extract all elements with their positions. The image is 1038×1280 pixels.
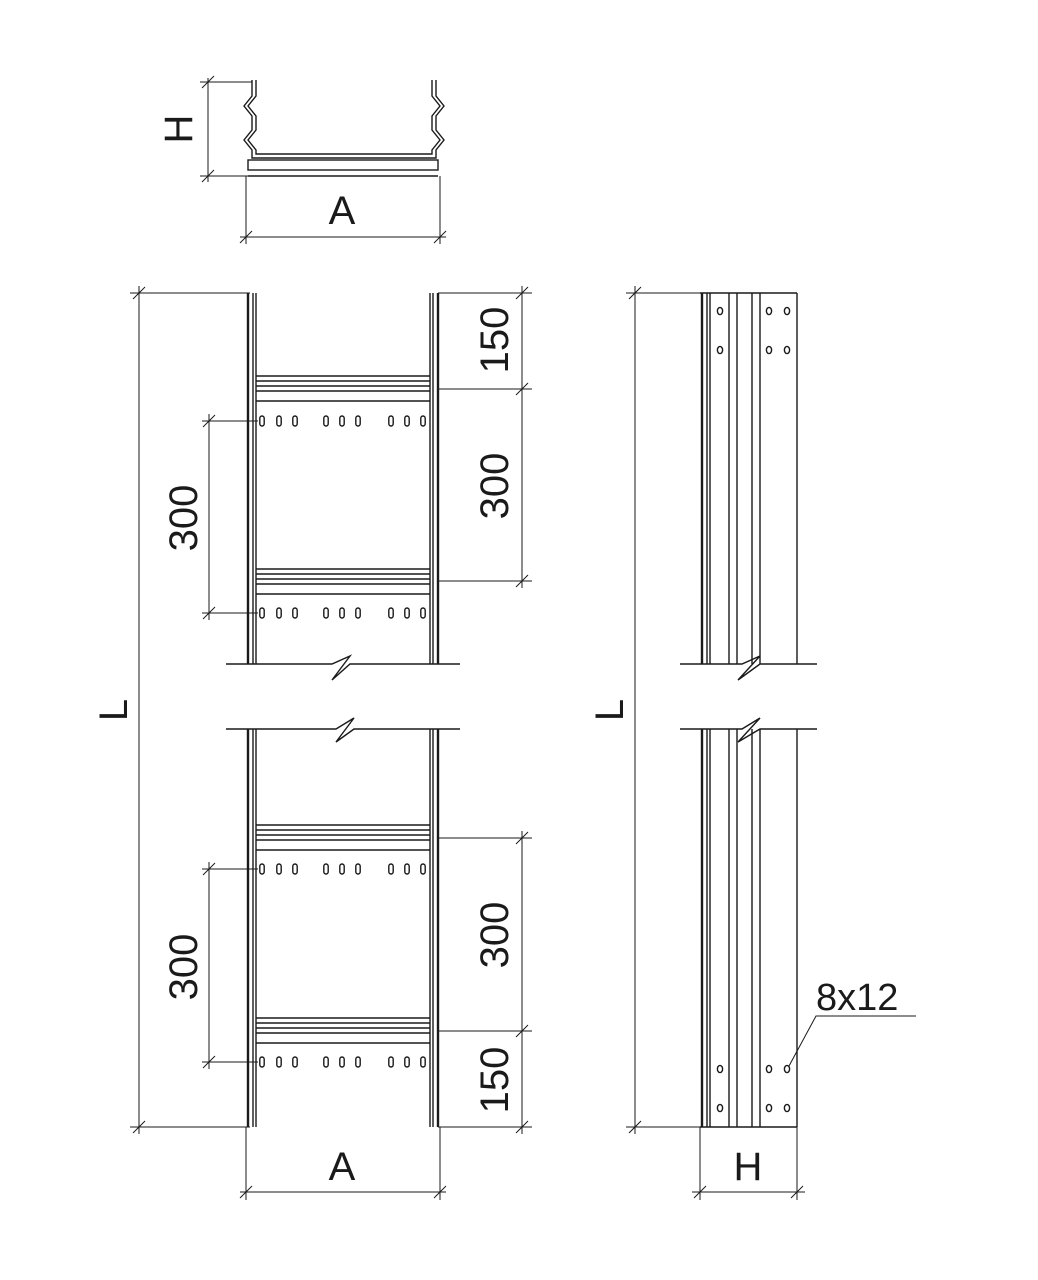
slot-hole bbox=[355, 607, 361, 619]
slot-hole bbox=[276, 1056, 282, 1068]
slot-hole bbox=[323, 607, 329, 619]
slot-hole bbox=[292, 1056, 298, 1068]
slot-hole bbox=[276, 863, 282, 875]
mounting-hole bbox=[783, 1103, 791, 1113]
slot-hole bbox=[259, 1056, 265, 1068]
slot-hole bbox=[339, 415, 345, 427]
plan-end-offset-label-top: 150 bbox=[473, 307, 517, 374]
break-line bbox=[680, 655, 817, 743]
slot-hole bbox=[292, 607, 298, 619]
rung bbox=[256, 568, 430, 595]
slot-hole bbox=[355, 1056, 361, 1068]
slot-hole bbox=[404, 1056, 410, 1068]
mounting-hole bbox=[716, 1064, 724, 1074]
slot-hole bbox=[388, 415, 394, 427]
mounting-hole bbox=[765, 1103, 773, 1113]
slot-hole bbox=[339, 607, 345, 619]
cross-section-view bbox=[200, 75, 447, 244]
plan-length-label: L bbox=[92, 699, 136, 721]
mounting-hole bbox=[716, 1103, 724, 1113]
slot-hole bbox=[404, 863, 410, 875]
slot-hole bbox=[323, 415, 329, 427]
slot-hole bbox=[292, 863, 298, 875]
slot-hole bbox=[276, 415, 282, 427]
side-length-label: L bbox=[588, 699, 632, 721]
rung bbox=[256, 824, 430, 851]
plan-pitch-label-upper-right: 300 bbox=[473, 453, 517, 520]
mounting-hole bbox=[765, 306, 773, 316]
slot-hole bbox=[420, 607, 426, 619]
slot-rows bbox=[259, 415, 426, 1068]
slot-hole bbox=[355, 863, 361, 875]
slot-hole bbox=[259, 415, 265, 427]
mounting-hole bbox=[716, 345, 724, 355]
mounting-hole bbox=[716, 306, 724, 316]
plan-width-label: A bbox=[329, 1145, 356, 1189]
mounting-hole bbox=[783, 306, 791, 316]
slot-hole bbox=[323, 863, 329, 875]
plan-pitch-label-lower-left: 300 bbox=[162, 934, 206, 1001]
plan-pitch-label-upper-left: 300 bbox=[162, 485, 206, 552]
plan-view bbox=[130, 286, 532, 1200]
slot-hole bbox=[388, 863, 394, 875]
mounting-hole bbox=[783, 345, 791, 355]
slot-hole bbox=[259, 863, 265, 875]
slot-hole bbox=[420, 863, 426, 875]
rung bbox=[256, 375, 430, 402]
slot-hole bbox=[388, 1056, 394, 1068]
slot-hole bbox=[420, 415, 426, 427]
section-width-label: A bbox=[329, 189, 356, 233]
break-line bbox=[226, 654, 460, 743]
side-height-label: H bbox=[734, 1145, 763, 1189]
slot-hole bbox=[323, 1056, 329, 1068]
mounting-hole bbox=[783, 1064, 791, 1074]
slot-hole bbox=[420, 1056, 426, 1068]
plan-end-offset-label-bottom: 150 bbox=[473, 1047, 517, 1114]
section-height-label: H bbox=[157, 115, 201, 144]
slot-hole bbox=[259, 607, 265, 619]
slot-hole bbox=[404, 607, 410, 619]
side-view bbox=[626, 286, 916, 1200]
slot-hole bbox=[339, 1056, 345, 1068]
slot-hole bbox=[276, 607, 282, 619]
hole-size-label: 8x12 bbox=[816, 977, 898, 1019]
slot-hole bbox=[404, 415, 410, 427]
slot-hole bbox=[388, 607, 394, 619]
rung bbox=[256, 1017, 430, 1044]
slot-hole bbox=[355, 415, 361, 427]
mounting-hole bbox=[765, 1064, 773, 1074]
mounting-hole bbox=[765, 345, 773, 355]
plan-pitch-label-lower-right: 300 bbox=[473, 902, 517, 969]
hole-size-leader bbox=[788, 1015, 916, 1067]
slot-hole bbox=[292, 415, 298, 427]
slot-hole bbox=[339, 863, 345, 875]
